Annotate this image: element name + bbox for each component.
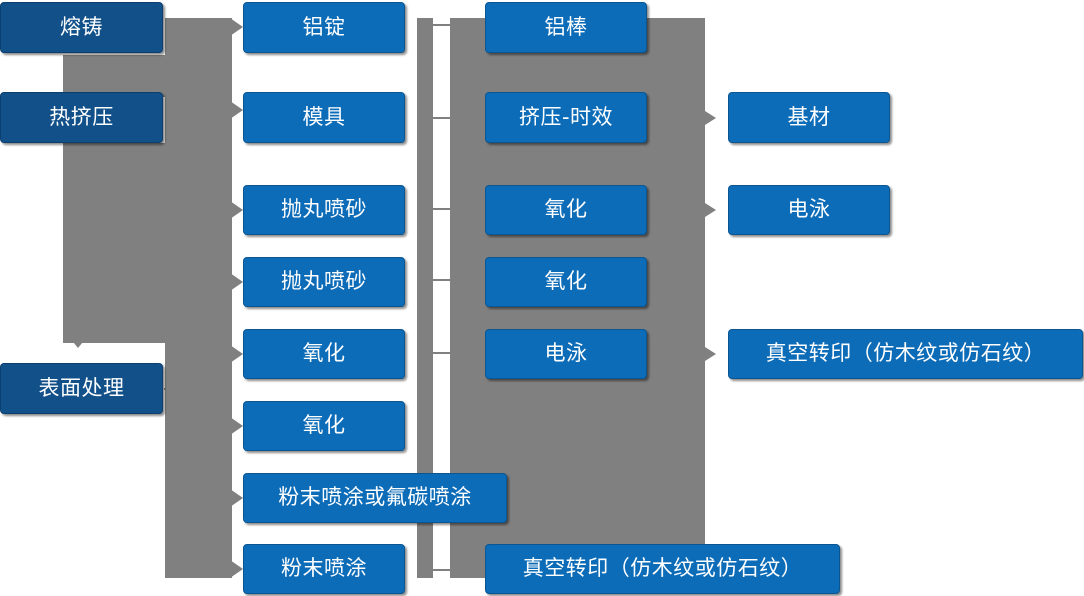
node-powder-coating[interactable]: 粉末喷涂 xyxy=(243,544,405,594)
connector-line-surface-to-trunk xyxy=(164,388,204,390)
connector-line-c2c3-row3 xyxy=(431,208,453,210)
node-oxidation-c3-1[interactable]: 氧化 xyxy=(485,185,647,235)
stage-label-hot-extrusion: 热挤压 xyxy=(49,104,114,129)
node-mould[interactable]: 模具 xyxy=(243,92,405,143)
node-base-material[interactable]: 基材 xyxy=(728,92,890,143)
connector-line-c2c3-row4 xyxy=(431,279,453,281)
node-shot-blast-1[interactable]: 抛丸喷砂 xyxy=(243,185,405,235)
node-label-electrophoresis-c3: 电泳 xyxy=(544,341,588,366)
connector-stub-extrusion xyxy=(63,143,173,343)
stage-label-surface-treatment: 表面处理 xyxy=(38,375,125,400)
node-label-powder-coating: 粉末喷涂 xyxy=(281,556,367,581)
node-vacuum-transfer-c4[interactable]: 真空转印（仿木纹或仿石纹） xyxy=(728,329,1083,379)
arrow-to-vacuum-transfer xyxy=(705,347,716,361)
node-label-aluminium-ingot: 铝锭 xyxy=(302,14,346,39)
connector-stub-melt-cast xyxy=(63,55,173,97)
node-aluminium-ingot[interactable]: 铝锭 xyxy=(243,2,405,53)
stage-label-melt-cast: 熔铸 xyxy=(60,14,103,39)
arrow-to-shot-blast-2 xyxy=(230,273,243,291)
node-label-oxidation-c3-2: 氧化 xyxy=(544,269,588,294)
connector-line-c2c3-row1 xyxy=(431,24,453,26)
node-label-powder-or-pvdf-spray: 粉末喷涂或氟碳喷涂 xyxy=(278,485,472,510)
arrow-to-mould xyxy=(230,101,243,119)
connector-line-c2c3-row6 xyxy=(431,569,453,571)
node-label-shot-blast-1: 抛丸喷砂 xyxy=(281,197,367,222)
node-electrophoresis-c3[interactable]: 电泳 xyxy=(485,329,647,379)
node-label-vacuum-transfer-c4: 真空转印（仿木纹或仿石纹） xyxy=(765,341,1046,366)
arrow-to-base-material xyxy=(705,111,716,125)
connector-line-c2c3-row2 xyxy=(431,117,453,119)
arrow-to-shot-blast-1 xyxy=(230,201,243,219)
arrow-to-powder-or-pvdf xyxy=(230,489,243,507)
node-powder-or-pvdf-spray[interactable]: 粉末喷涂或氟碳喷涂 xyxy=(243,473,507,523)
node-label-oxidation-c3-1: 氧化 xyxy=(544,197,588,222)
arrow-to-oxidation-c2-2 xyxy=(230,417,243,435)
node-aluminium-bar[interactable]: 铝棒 xyxy=(485,2,647,53)
arrow-to-oxidation-c2-1 xyxy=(230,345,243,363)
node-label-oxidation-c2-1: 氧化 xyxy=(302,341,346,366)
stage-box-hot-extrusion[interactable]: 热挤压 xyxy=(0,92,163,143)
node-label-mould: 模具 xyxy=(302,104,346,129)
node-label-base-material: 基材 xyxy=(787,104,831,129)
node-label-shot-blast-2: 抛丸喷砂 xyxy=(281,269,367,294)
node-label-vacuum-transfer-c3: 真空转印（仿木纹或仿石纹） xyxy=(522,556,803,581)
node-shot-blast-2[interactable]: 抛丸喷砂 xyxy=(243,257,405,307)
node-extrusion-aging[interactable]: 挤压-时效 xyxy=(485,92,647,143)
connector-trunk-main xyxy=(165,18,232,578)
node-label-aluminium-bar: 铝棒 xyxy=(544,14,588,39)
node-oxidation-c3-2[interactable]: 氧化 xyxy=(485,257,647,307)
node-vacuum-transfer-c3[interactable]: 真空转印（仿木纹或仿石纹） xyxy=(485,544,840,594)
arrow-down-melt-to-extrusion xyxy=(69,78,87,89)
arrow-to-electrophoresis xyxy=(705,203,716,217)
node-label-oxidation-c2-2: 氧化 xyxy=(302,413,346,438)
arrow-down-extrusion-to-surface xyxy=(69,337,87,348)
node-label-extrusion-aging: 挤压-时效 xyxy=(518,104,614,129)
connector-line-c2c3-row5 xyxy=(431,352,453,354)
node-oxidation-c2-2[interactable]: 氧化 xyxy=(243,401,405,451)
node-electrophoresis-c4[interactable]: 电泳 xyxy=(728,185,890,235)
stage-box-melt-cast[interactable]: 熔铸 xyxy=(0,2,163,53)
connector-bar-left-c2c3 xyxy=(417,18,433,578)
node-oxidation-c2-1[interactable]: 氧化 xyxy=(243,329,405,379)
node-label-electrophoresis-c4: 电泳 xyxy=(787,197,831,222)
arrow-to-aluminium-ingot xyxy=(230,18,243,36)
arrow-to-powder-coating xyxy=(230,560,243,578)
stage-box-surface-treatment[interactable]: 表面处理 xyxy=(0,363,163,414)
